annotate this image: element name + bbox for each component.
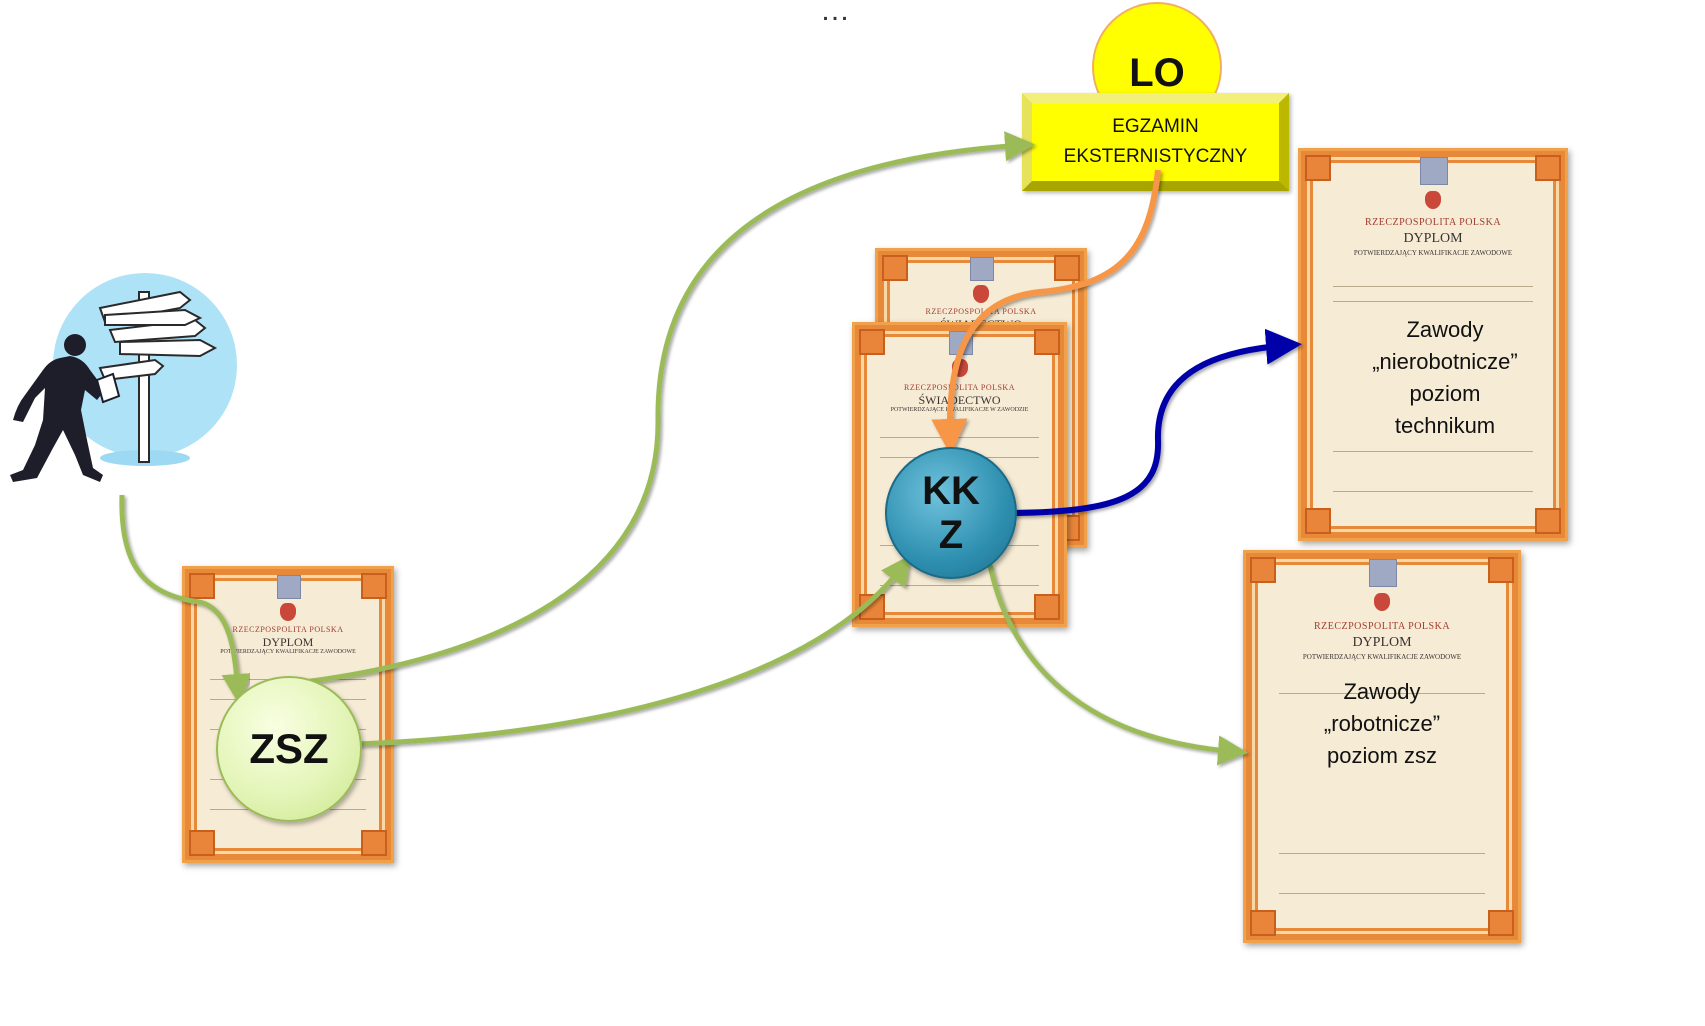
person-briefcase	[95, 372, 121, 404]
zsz-outcome-label: Zawody „robotnicze” poziom zsz	[1323, 679, 1441, 768]
zsz-circle: ZSZ	[216, 676, 362, 822]
signpost-pole	[138, 291, 150, 463]
arrow-kkz-to-zsz-level	[987, 564, 1248, 766]
top-ellipsis: …	[820, 0, 850, 27]
crossroads-person-clipart	[10, 273, 237, 482]
kkz-circle: KK Z	[885, 447, 1017, 579]
arrow-kkz-to-technikum	[1011, 328, 1302, 516]
arrow-zsz-to-exam	[286, 131, 1035, 687]
arrow-exam-to-kkz	[931, 169, 1161, 455]
technikum-diploma-document: RZECZPOSPOLITA POLSKA DYPLOM POTWIERDZAJ…	[1298, 148, 1568, 541]
sign-arrow-3	[104, 308, 203, 326]
arrow-person-to-zsz	[119, 494, 252, 704]
zsz-level-diploma-document: RZECZPOSPOLITA POLSKA DYPLOM POTWIERDZAJ…	[1243, 550, 1521, 943]
sign-arrow-4	[119, 338, 218, 358]
person-body	[10, 356, 105, 482]
arrow-zsz-to-kkz	[356, 554, 911, 747]
person-head	[64, 334, 86, 356]
technikum-outcome-label: Zawody „nierobotnicze” poziom technikum	[1372, 317, 1518, 438]
